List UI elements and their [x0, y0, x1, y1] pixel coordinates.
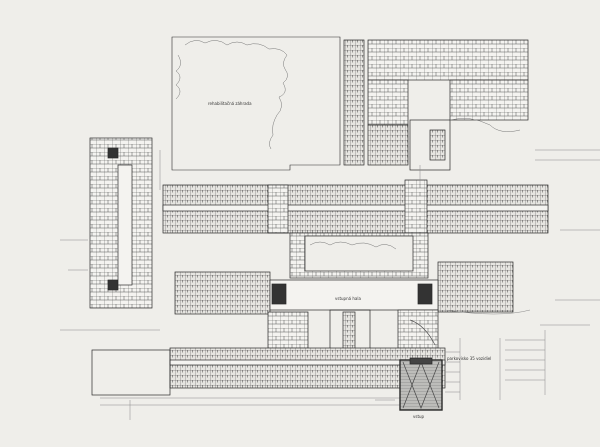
- garage-block: [399, 357, 443, 411]
- hall-label: vstupná hala: [335, 296, 361, 301]
- left-wing: [89, 137, 153, 309]
- entrance-label: vstup: [413, 414, 425, 419]
- parking-label: parkovisko 35 vozidiel: [447, 356, 491, 361]
- garden-area: [171, 36, 341, 171]
- main-wing: [162, 179, 549, 236]
- bottom-wing: [60, 329, 446, 406]
- plan-labels: rehabilitačná záhrada parkovisko 35 vozi…: [208, 101, 491, 419]
- parking-area: [444, 149, 600, 400]
- top-right-block: [343, 39, 529, 171]
- inner-courtyard: [289, 232, 429, 279]
- middle-wings: [174, 261, 514, 315]
- garden-label: rehabilitačná záhrada: [208, 101, 252, 106]
